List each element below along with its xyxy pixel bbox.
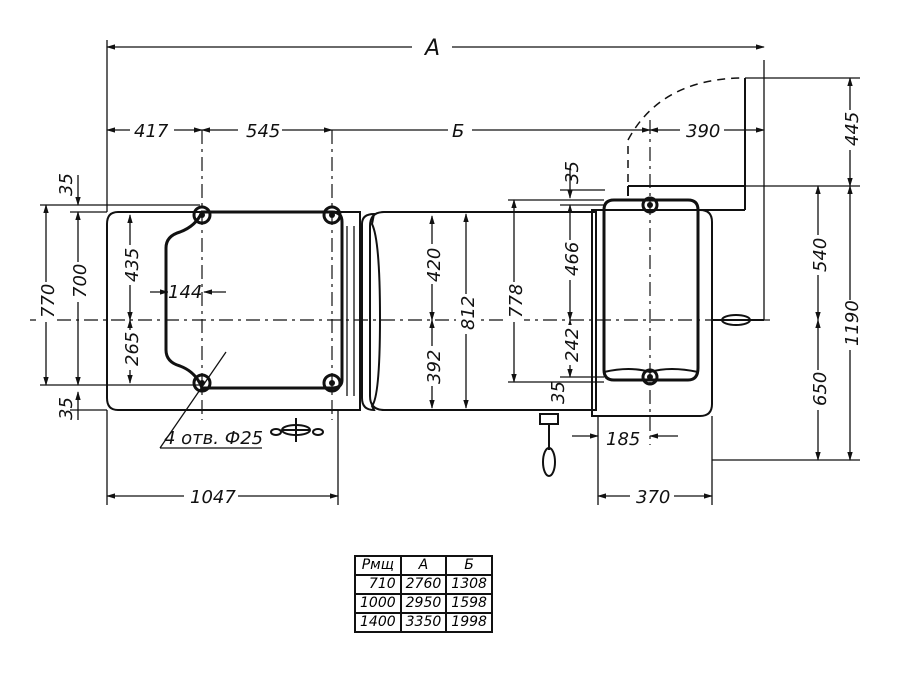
dim-545: 545 [246,121,280,142]
table-row: 710 2760 1308 [354,574,493,595]
table-cell: 2950 [399,593,448,614]
dim-540: 540 [810,238,831,272]
dim-390: 390 [686,121,720,142]
dim-b: Б [452,121,464,142]
table-cell: 1598 [445,593,493,614]
dim-35-bottom-left: 35 [56,397,77,420]
dim-392: 392 [424,350,445,384]
bottom-handle-icon [539,413,559,477]
table-header-row: Рмщ А Б [354,555,493,576]
dim-a: А [423,36,440,61]
table-cell: 1308 [445,574,493,595]
table-row: 1000 2950 1598 [354,593,493,614]
dim-35-right-top: 35 [562,161,583,184]
dim-650: 650 [810,372,831,406]
dimension-table: Рмщ А Б 710 2760 1308 1000 2950 1598 140… [354,555,493,633]
table-header: Б [445,555,493,576]
dim-812: 812 [458,296,479,330]
dim-420: 420 [424,248,445,282]
middle-unit [369,211,597,411]
dim-370: 370 [636,487,670,508]
dim-417: 417 [134,121,169,142]
dim-778: 778 [506,284,527,318]
table-header: А [399,555,448,576]
dim-35-right-bottom: 35 [548,381,569,404]
table-cell: 3350 [399,612,448,633]
table-cell: 1400 [354,612,402,633]
table-row: 1400 3350 1998 [354,612,493,633]
table-cell: 710 [354,574,402,595]
dim-1190: 1190 [842,300,863,346]
dim-466: 466 [562,242,583,276]
table-cell: 1998 [445,612,493,633]
dim-700: 700 [70,264,91,298]
dim-242: 242 [562,328,583,362]
coupling-housing [361,212,382,412]
dim-185: 185 [606,429,640,450]
holes-note: 4 отв. Ф25 [164,428,263,449]
table-cell: 1000 [354,593,402,614]
dim-770: 770 [38,284,59,318]
handwheel-icon [270,418,324,442]
dim-35-top-left: 35 [56,173,77,196]
side-handle-icon [712,60,765,326]
dim-435: 435 [122,248,143,282]
dim-144: 144 [168,282,202,303]
dim-1047: 1047 [190,487,236,508]
table-cell: 2760 [399,574,448,595]
dim-265: 265 [122,332,143,366]
left-unit [106,130,361,420]
table-header: Рмщ [354,555,402,576]
right-unit [591,77,746,445]
dim-445: 445 [842,112,863,146]
